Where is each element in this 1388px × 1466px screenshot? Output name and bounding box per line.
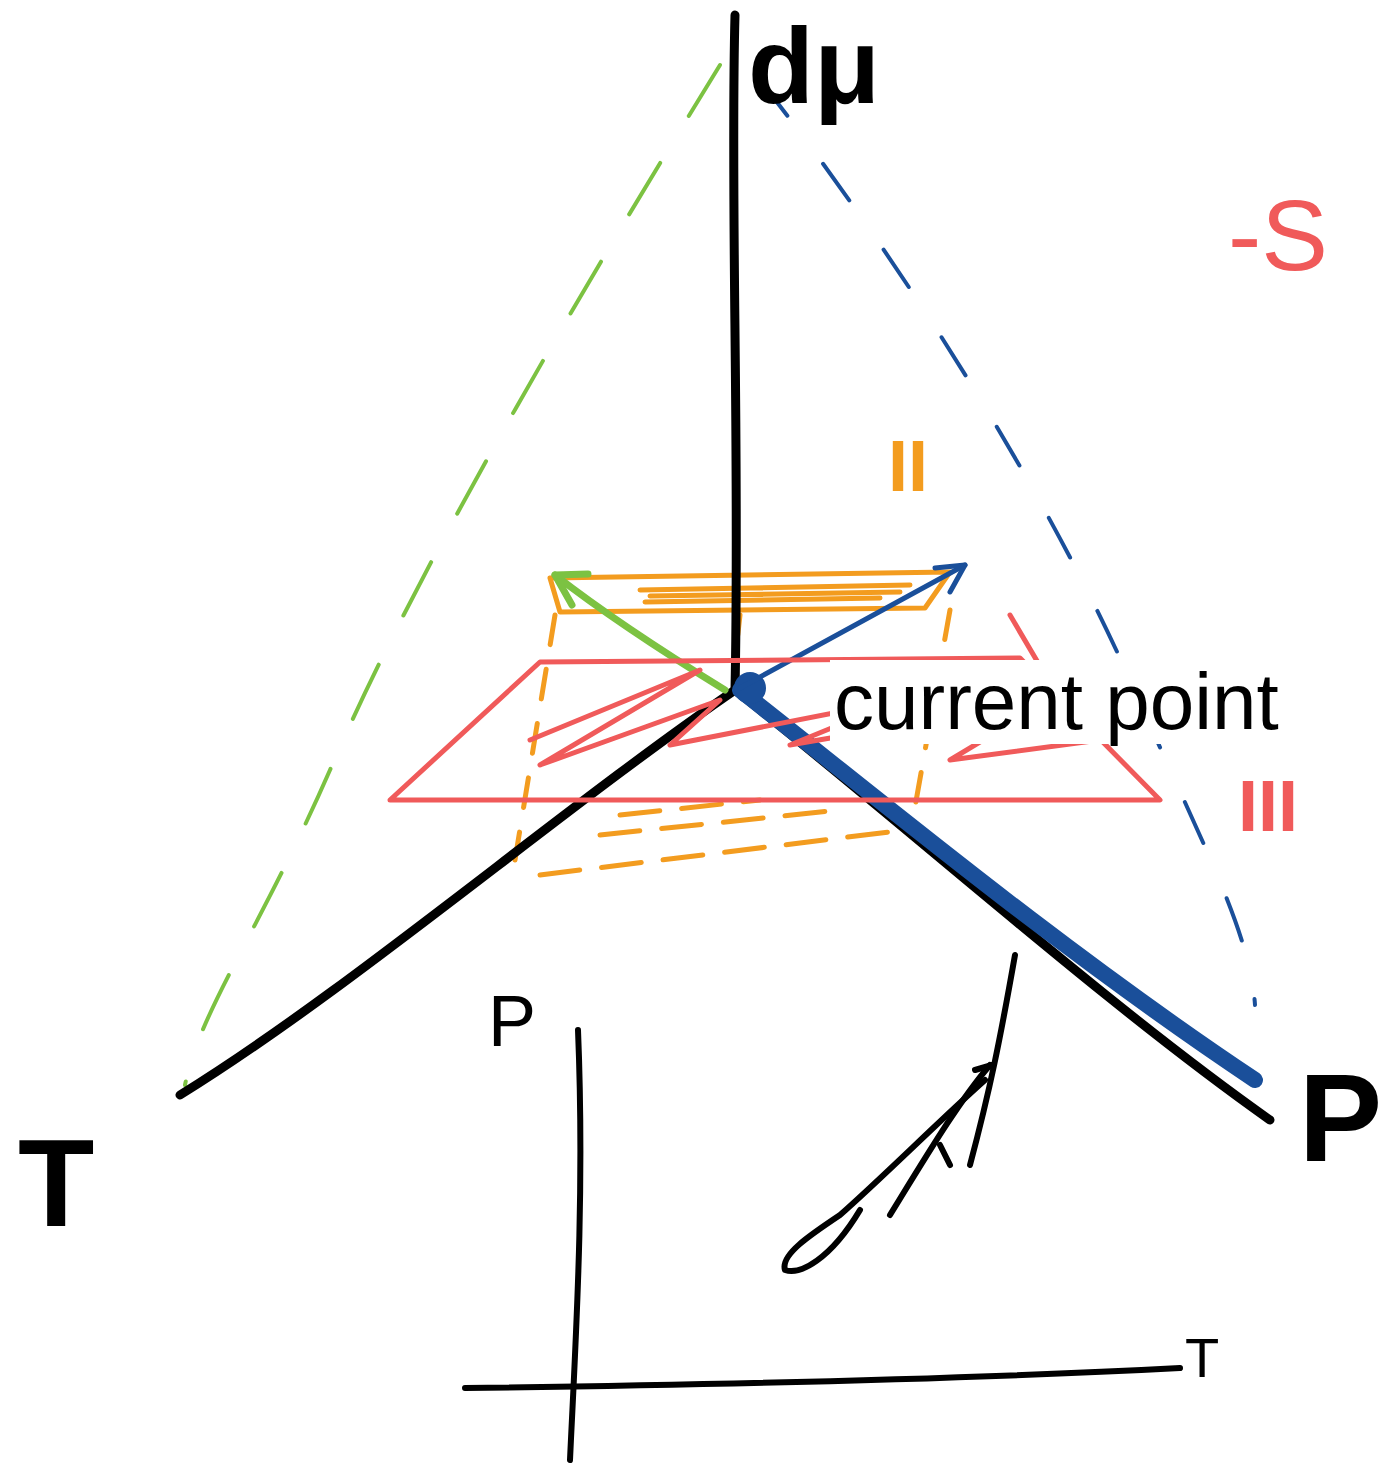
point-label: current point bbox=[830, 660, 1283, 744]
region-number: II bbox=[888, 430, 928, 502]
blue-path bbox=[740, 690, 1255, 1080]
blue-dashed-curve bbox=[760, 80, 1255, 1005]
axis-label: P bbox=[488, 985, 536, 1057]
axis-label: T bbox=[1185, 1330, 1219, 1386]
region-number: III bbox=[1238, 770, 1298, 842]
axes bbox=[180, 15, 1270, 1120]
small-plot-axes bbox=[465, 1030, 1180, 1460]
axis-label: dμ bbox=[748, 12, 880, 120]
axis-label: -S bbox=[1228, 185, 1328, 285]
axis-label: T bbox=[18, 1120, 94, 1245]
small-plot-curve bbox=[784, 955, 1015, 1271]
axis-label: P bbox=[1299, 1055, 1382, 1180]
